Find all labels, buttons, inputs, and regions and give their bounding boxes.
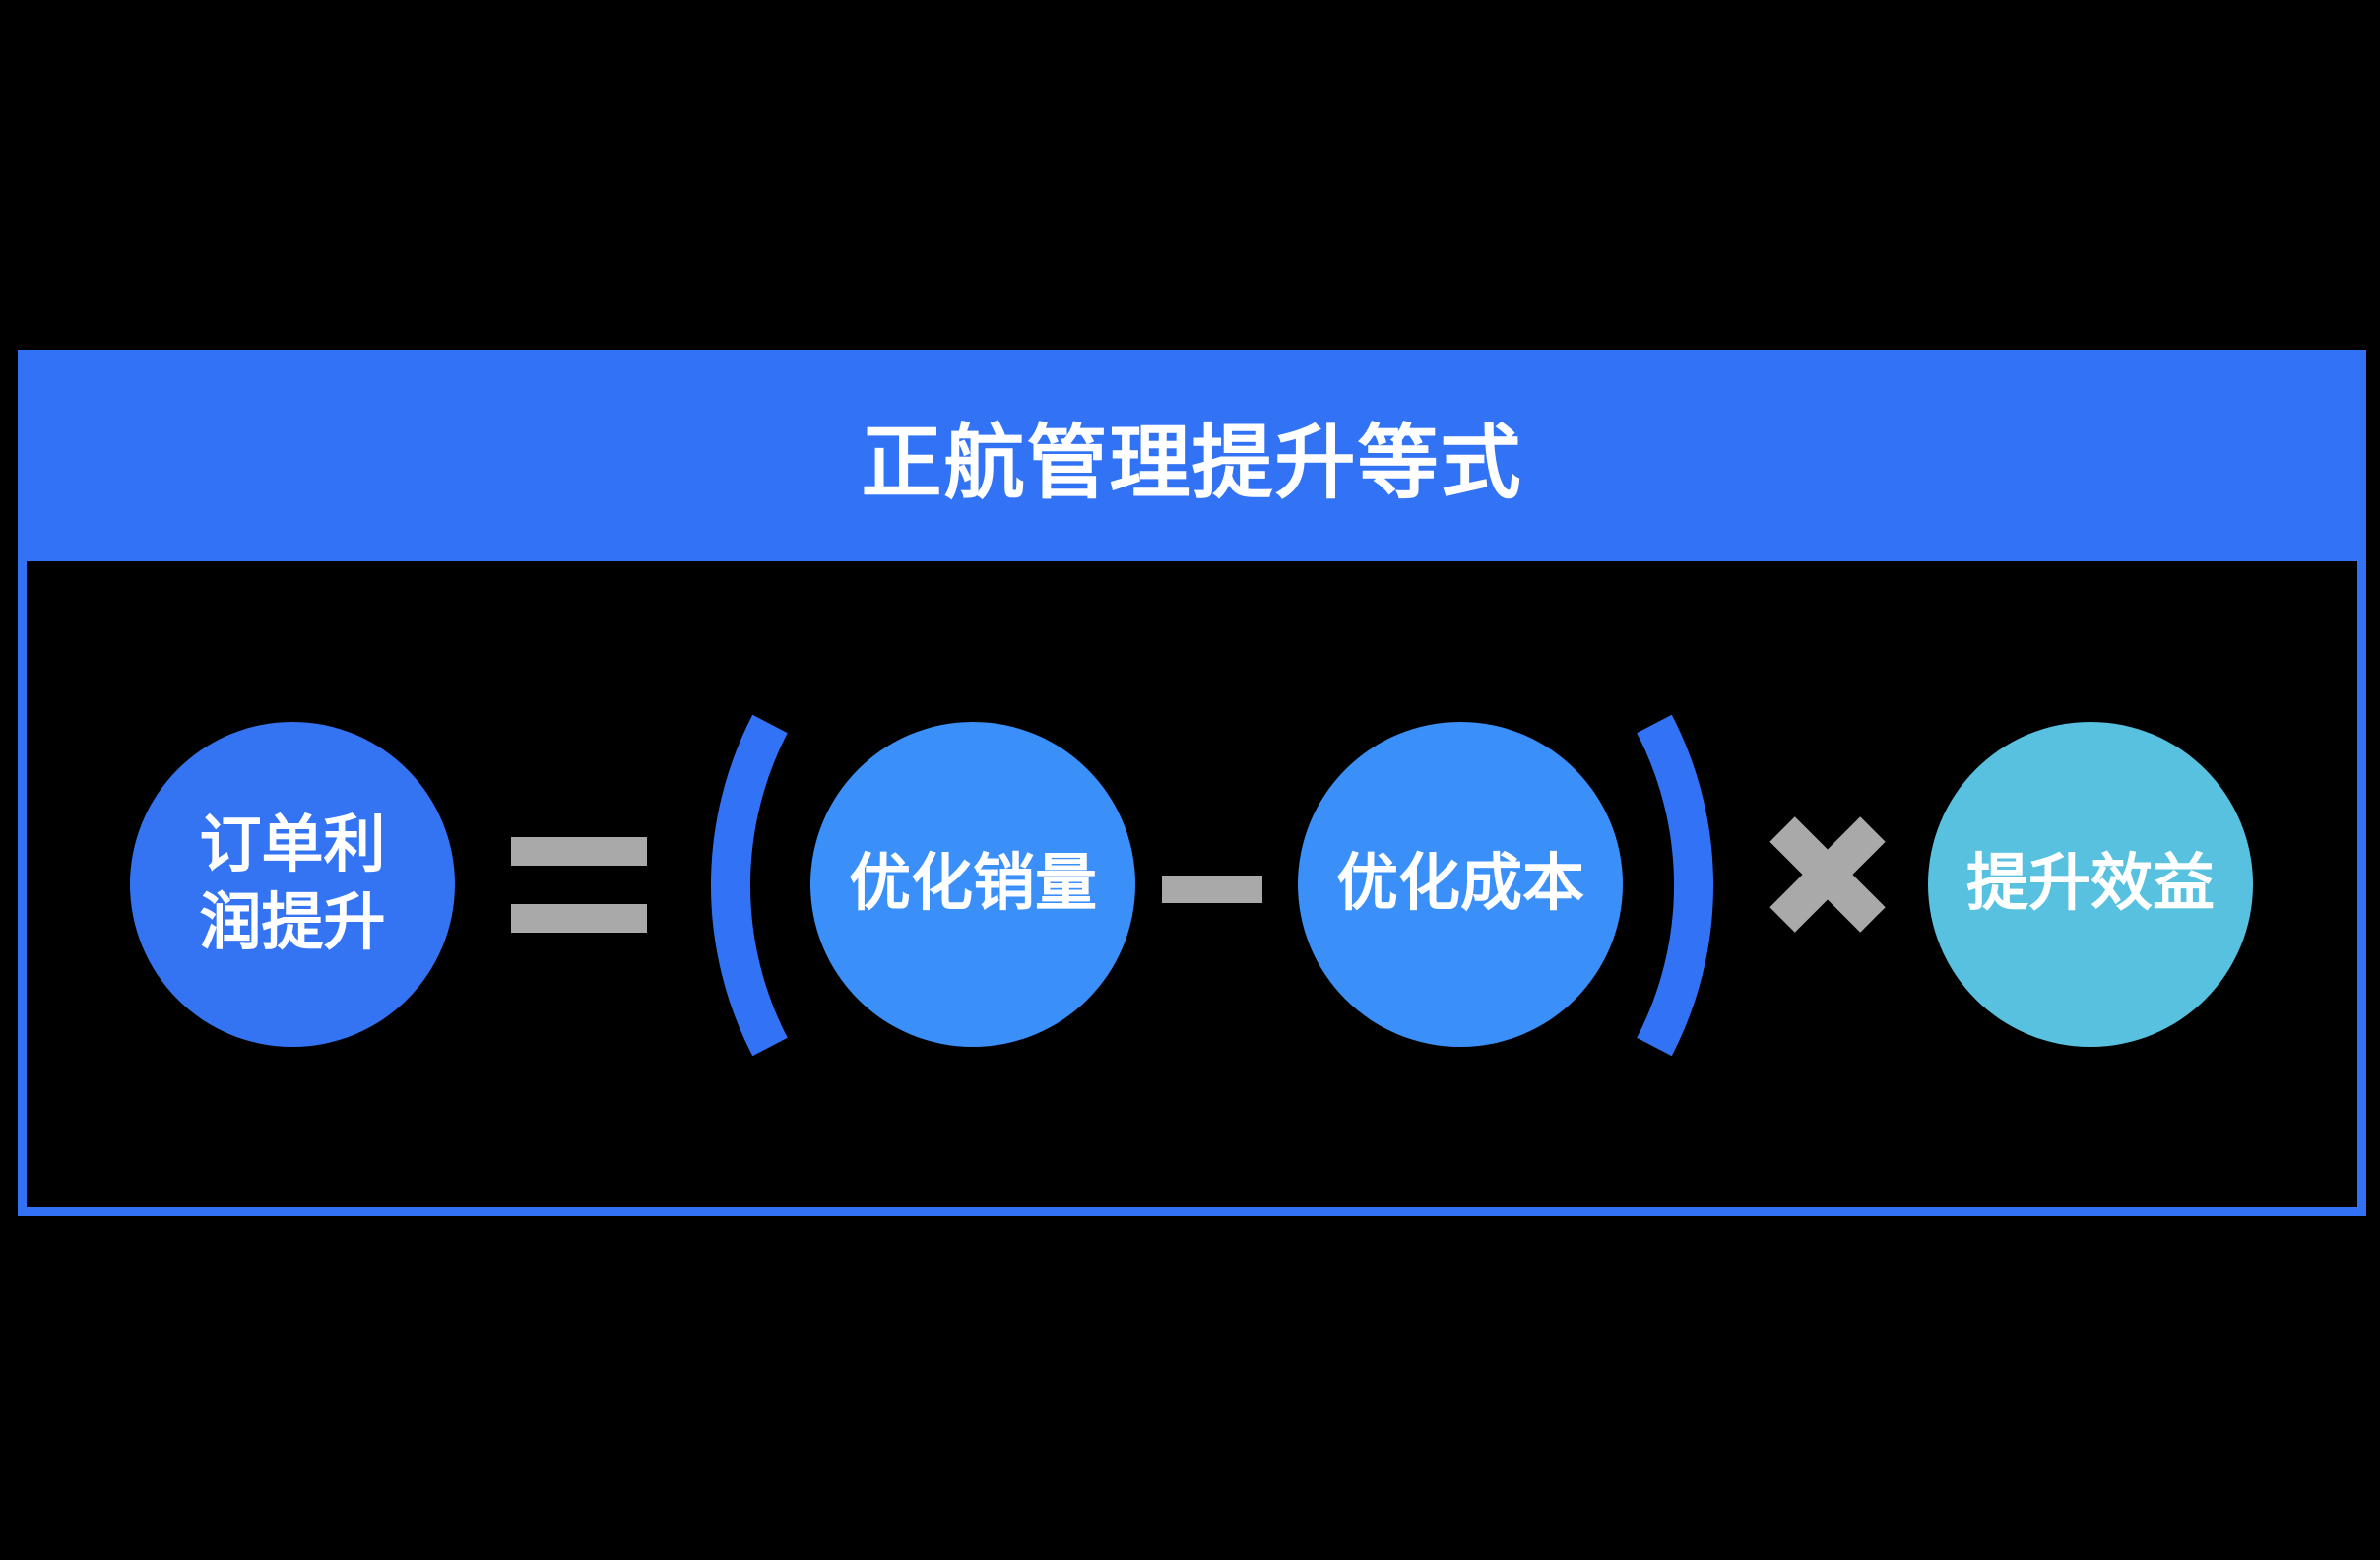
times-operator-icon — [1749, 796, 1906, 953]
panel-title: 正航管理提升等式 — [861, 419, 1523, 508]
minus-operator-icon — [1162, 876, 1262, 903]
result-circle: 订单利 润提升 — [130, 722, 455, 1047]
result-label-line2: 润提升 — [199, 888, 386, 957]
benefit-label: 提升效益 — [1966, 849, 2215, 919]
factor-cost-label: 优化成本 — [1336, 849, 1584, 919]
equals-bar-bottom — [511, 904, 647, 933]
factor-circle-cost: 优化成本 — [1298, 722, 1623, 1047]
close-paren-icon — [1637, 714, 1714, 1057]
panel-header: 正航管理提升等式 — [18, 350, 2366, 561]
equals-operator-icon — [511, 837, 647, 933]
open-paren-icon — [710, 714, 788, 1057]
result-label-line1: 订单利 — [199, 810, 386, 879]
benefit-circle: 提升效益 — [1928, 722, 2253, 1047]
factor-circle-sales: 优化销量 — [810, 722, 1135, 1047]
factor-sales-label: 优化销量 — [849, 849, 1097, 919]
equals-bar-top — [511, 837, 647, 866]
equation-panel: 正航管理提升等式 — [18, 350, 2366, 1216]
